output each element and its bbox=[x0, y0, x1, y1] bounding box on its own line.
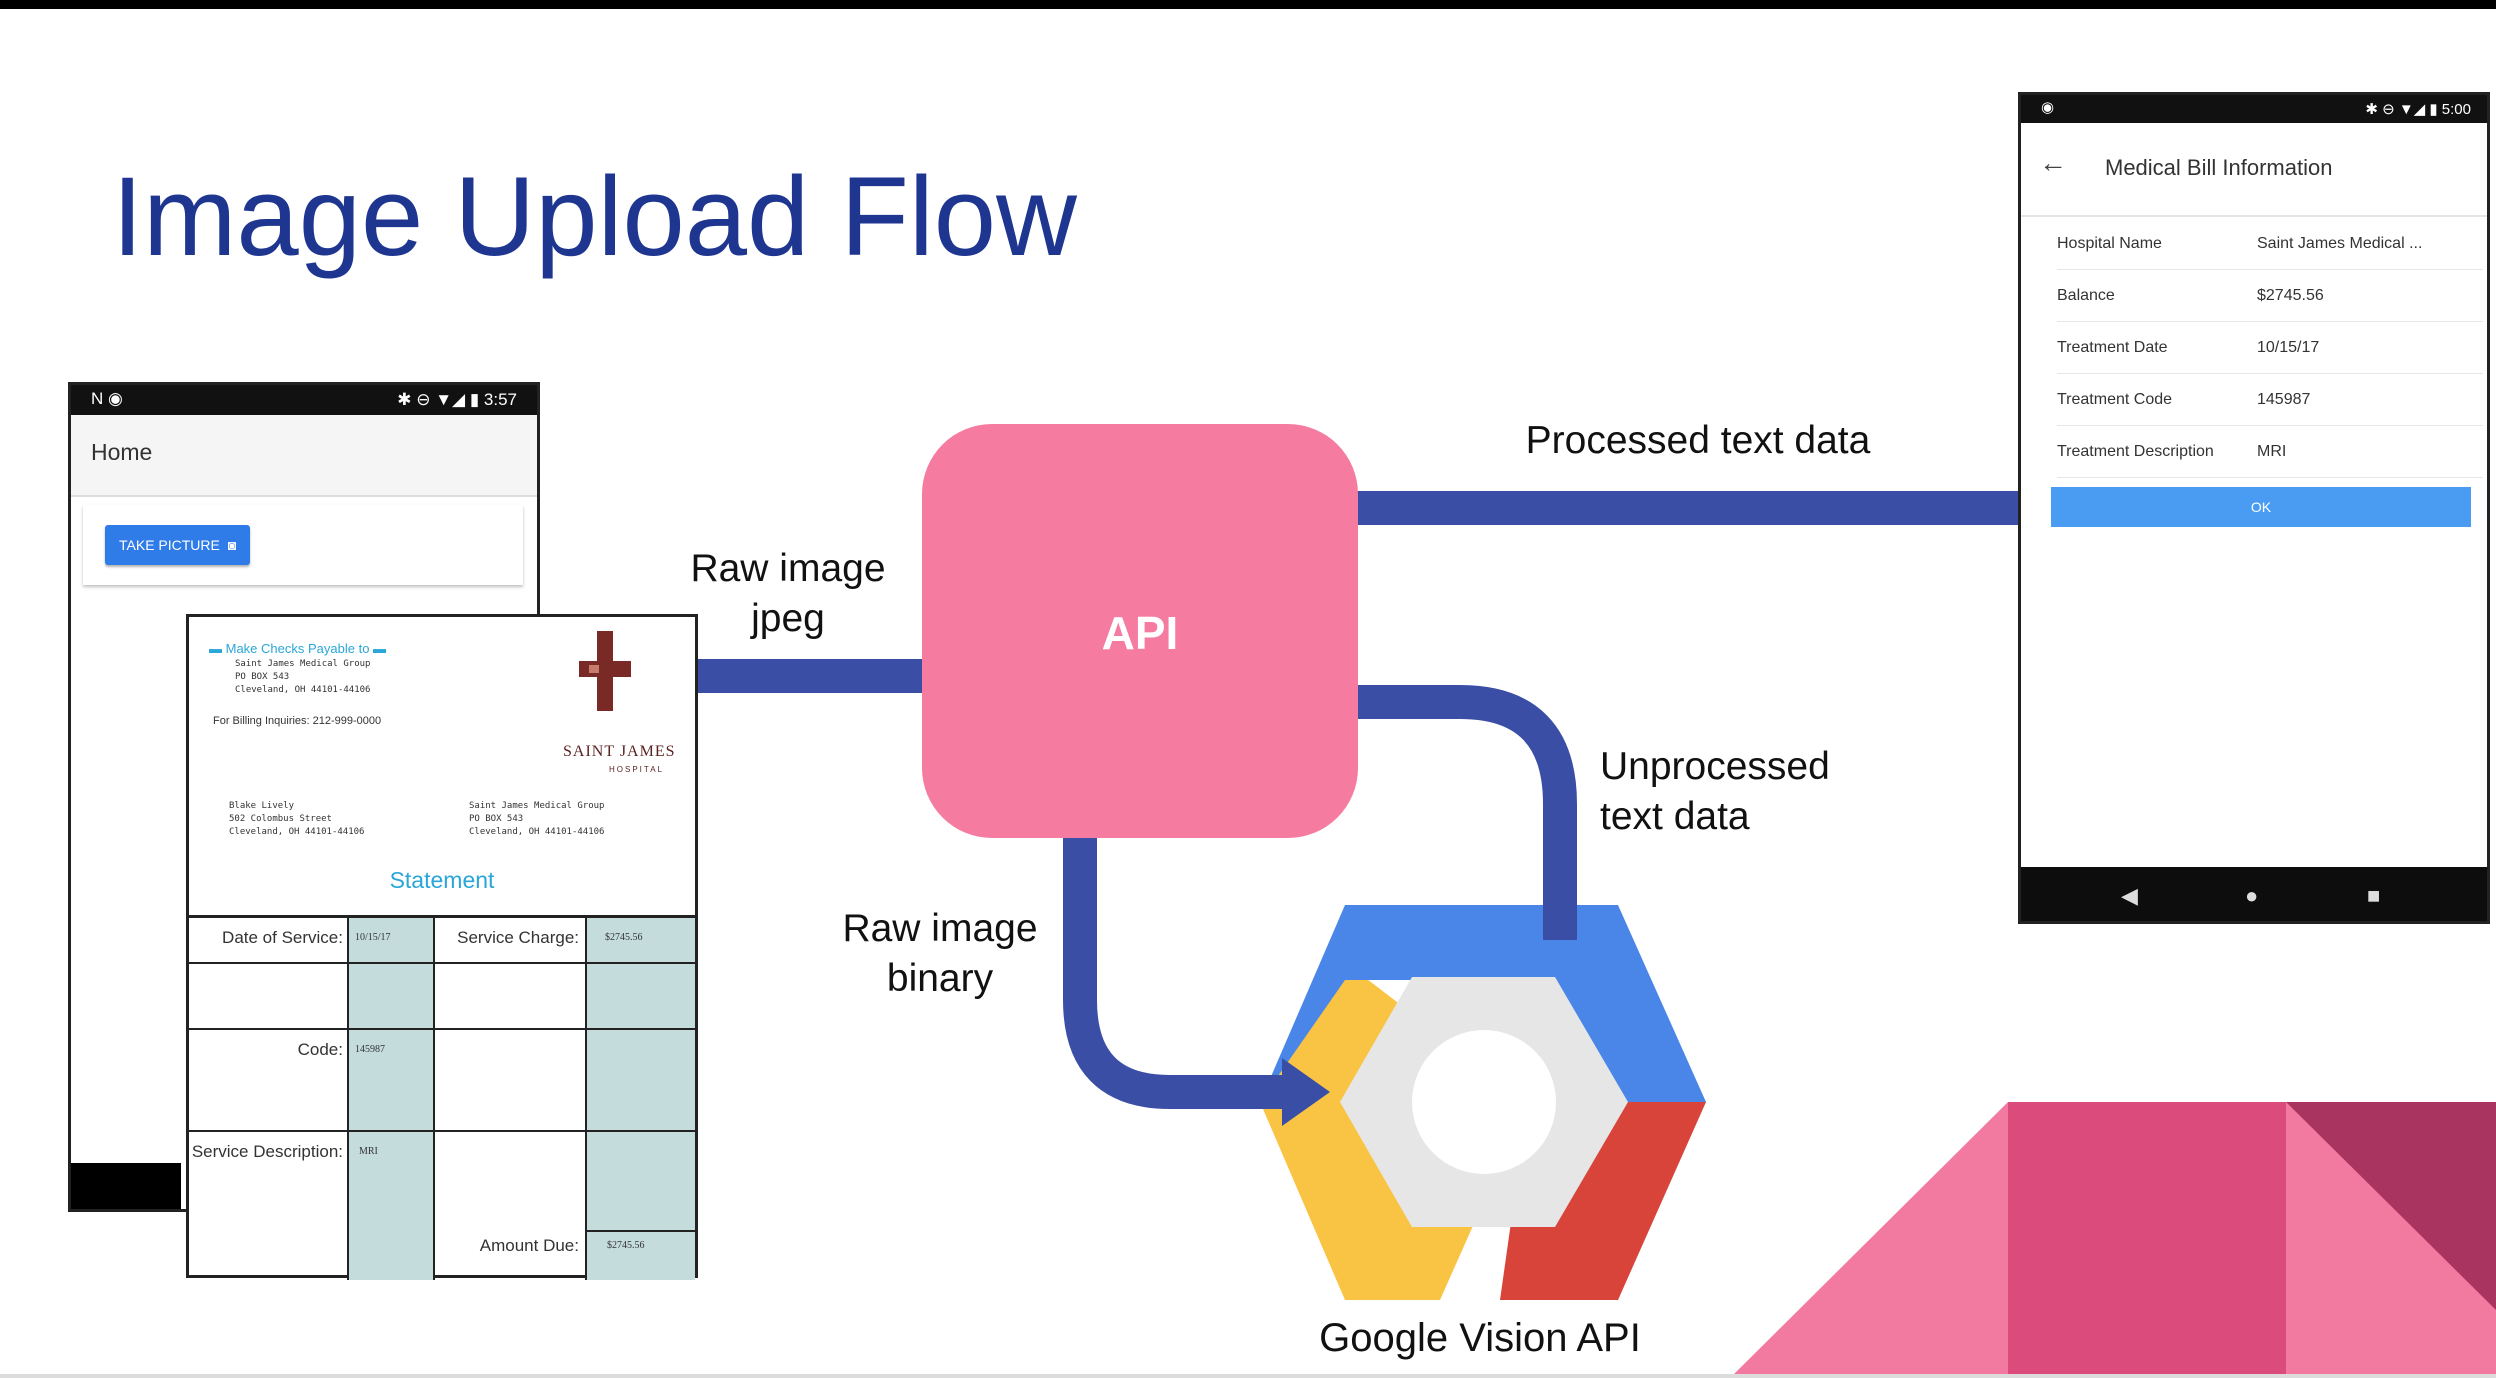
info-value: $2745.56 bbox=[2257, 287, 2324, 304]
info-key: Treatment Code bbox=[2057, 391, 2173, 408]
service-description-label: Service Description: bbox=[191, 1142, 343, 1161]
amount-due-label: Amount Due: bbox=[479, 1236, 579, 1255]
patient-line: Cleveland, OH 44101-44106 bbox=[229, 827, 365, 837]
hospital-logo bbox=[579, 631, 631, 711]
status-icons: ✱ ⊖ ▼◢ ▮ bbox=[2365, 101, 2442, 118]
info-value: 10/15/17 bbox=[2257, 339, 2320, 356]
top-border bbox=[0, 0, 2496, 9]
billing-inquiries: For Billing Inquiries: 212-999-0000 bbox=[213, 715, 382, 727]
status-bar: N ◉ ✱ ⊖ ▼◢ ▮ 3:57 bbox=[71, 385, 537, 415]
nav-bar bbox=[71, 1163, 181, 1209]
slide-title: Image Upload Flow bbox=[112, 154, 1077, 279]
status-bar: ◉ ✱ ⊖ ▼◢ ▮ 5:00 bbox=[2021, 95, 2487, 123]
app-bar: Home bbox=[71, 415, 537, 497]
api-label: API bbox=[1101, 607, 1179, 659]
info-row: Treatment Description MRI bbox=[2057, 425, 2483, 478]
google-vision-logo bbox=[1260, 905, 1706, 1300]
bottom-border bbox=[0, 1374, 2496, 1378]
raw-jpeg-label: Raw image jpeg bbox=[690, 547, 886, 640]
app-bar: ← Medical Bill Information bbox=[2021, 123, 2487, 217]
amount-due-value: $2745.56 bbox=[607, 1240, 645, 1251]
service-charge-label: Service Charge: bbox=[457, 928, 579, 947]
notification-icon: ◉ bbox=[2041, 99, 2055, 116]
code-value: 145987 bbox=[355, 1044, 385, 1055]
payee-line: Saint James Medical Group bbox=[235, 659, 371, 669]
payee-line: Cleveland, OH 44101-44106 bbox=[235, 685, 371, 695]
statement-title: Statement bbox=[389, 867, 495, 893]
date-of-service-value: 10/15/17 bbox=[355, 932, 391, 943]
payee-line: PO BOX 543 bbox=[235, 672, 290, 682]
google-vision-label: Google Vision API bbox=[1319, 1316, 1641, 1360]
info-row: Treatment Date 10/15/17 bbox=[2057, 321, 2483, 374]
arrow-api-to-vision bbox=[1063, 800, 1282, 1109]
provider-line: Cleveland, OH 44101-44106 bbox=[469, 827, 605, 837]
info-row: Balance $2745.56 bbox=[2057, 269, 2483, 322]
hospital-subtitle: HOSPITAL bbox=[609, 765, 664, 774]
status-time: 5:00 bbox=[2441, 101, 2471, 118]
phone-result-screen: ◉ ✱ ⊖ ▼◢ ▮ 5:00 ← Medical Bill Informati… bbox=[2018, 92, 2490, 924]
decor-band-magenta bbox=[2008, 1102, 2286, 1378]
decorative-corner bbox=[1730, 1102, 2496, 1378]
info-key: Balance bbox=[2057, 287, 2115, 304]
provider-line: Saint James Medical Group bbox=[469, 801, 605, 811]
status-time: 3:57 bbox=[483, 390, 517, 409]
arrow-back-icon[interactable]: ← bbox=[2039, 147, 2067, 178]
processed-text-label: Processed text data bbox=[1525, 419, 1871, 462]
table-value-column bbox=[587, 918, 695, 1280]
statement-table: Date of Service: 10/15/17 Service Charge… bbox=[189, 915, 695, 1280]
api-box: API bbox=[922, 424, 1358, 838]
hospital-name: SAINT JAMES bbox=[563, 743, 676, 760]
nav-back-icon[interactable]: ◀ bbox=[2121, 883, 2138, 908]
info-value: MRI bbox=[2257, 443, 2287, 460]
camera-icon: ◙ bbox=[227, 537, 237, 553]
take-picture-label: TAKE PICTURE bbox=[119, 537, 220, 553]
code-label: Code: bbox=[297, 1040, 343, 1059]
medical-bill: ▬ Make Checks Payable to ▬ Saint James M… bbox=[186, 614, 698, 1280]
service-charge-value: $2745.56 bbox=[605, 932, 643, 943]
arrowhead-vision bbox=[1282, 1058, 1330, 1126]
ok-button[interactable]: OK bbox=[2051, 487, 2471, 527]
table-value-column bbox=[349, 918, 433, 1280]
provider-line: PO BOX 543 bbox=[469, 814, 524, 824]
arrow-vision-to-api bbox=[1316, 685, 1577, 940]
decor-triangle-dark bbox=[2286, 1102, 2496, 1310]
raw-binary-label: Raw image binary bbox=[842, 907, 1038, 1000]
info-value: 145987 bbox=[2257, 391, 2311, 408]
info-value: Saint James Medical ... bbox=[2257, 235, 2423, 252]
nav-recent-icon[interactable]: ■ bbox=[2367, 883, 2381, 908]
info-key: Treatment Date bbox=[2057, 339, 2168, 356]
date-of-service-label: Date of Service: bbox=[222, 928, 343, 947]
info-row: Treatment Code 145987 bbox=[2057, 373, 2483, 426]
info-key: Hospital Name bbox=[2057, 235, 2162, 252]
nav-home-icon[interactable]: ● bbox=[2245, 883, 2259, 908]
notification-icon: N ◉ bbox=[91, 389, 123, 408]
take-picture-button[interactable]: TAKE PICTURE ◙ bbox=[105, 525, 251, 565]
unprocessed-text-label: Unprocessed text data bbox=[1600, 745, 1830, 838]
vision-center-circle bbox=[1412, 1030, 1556, 1174]
status-icons: ✱ ⊖ ▼◢ ▮ bbox=[397, 390, 484, 409]
action-card: TAKE PICTURE ◙ bbox=[83, 505, 523, 585]
patient-line: Blake Lively bbox=[229, 801, 295, 811]
patient-line: 502 Colombus Street bbox=[229, 814, 332, 824]
service-description-value: MRI bbox=[359, 1146, 378, 1157]
payable-to: ▬ Make Checks Payable to ▬ bbox=[209, 641, 387, 656]
app-title: Home bbox=[91, 439, 153, 465]
info-key: Treatment Description bbox=[2057, 443, 2214, 460]
info-row: Hospital Name Saint James Medical ... bbox=[2057, 217, 2483, 270]
app-title: Medical Bill Information bbox=[2105, 155, 2333, 180]
nav-bar: ◀ ● ■ bbox=[2021, 867, 2487, 921]
